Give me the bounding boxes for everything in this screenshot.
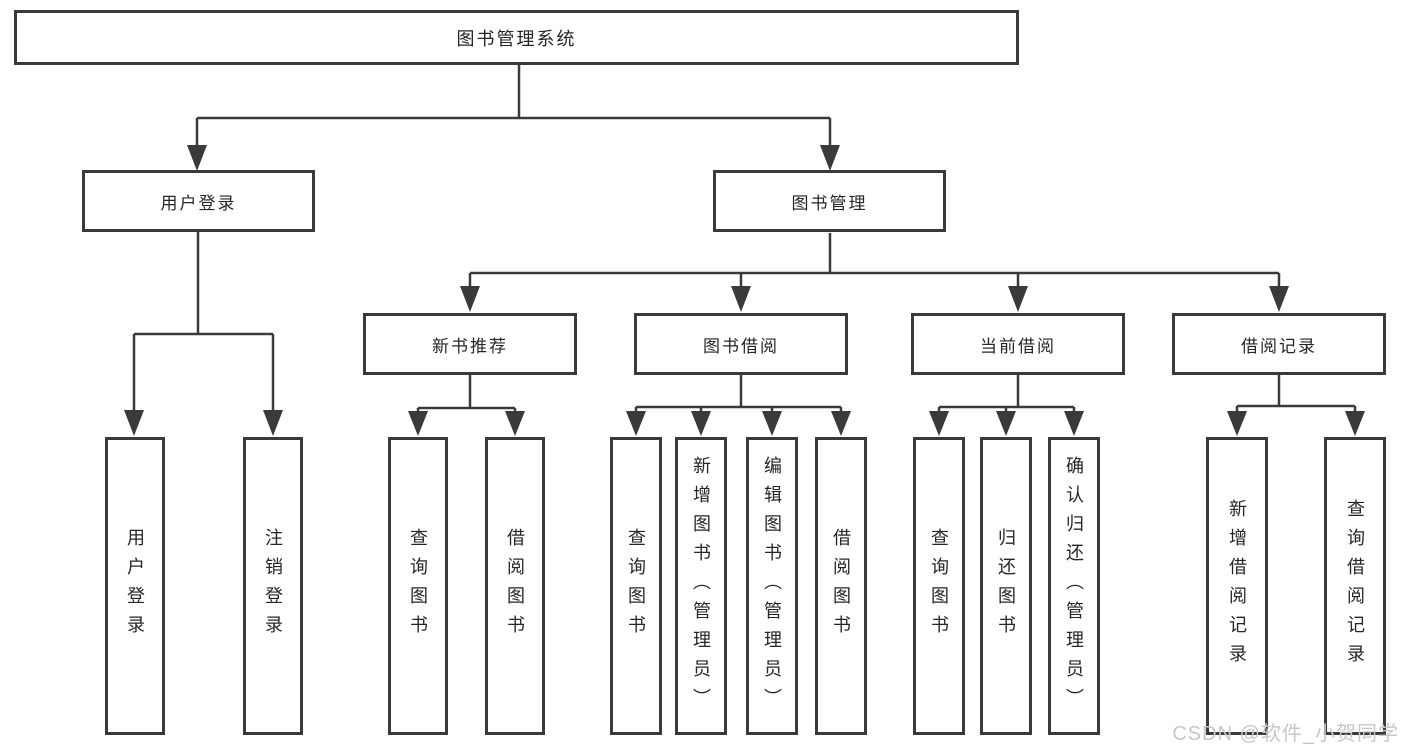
branch-root	[187, 65, 840, 171]
node-book-borrow-label: 图书借阅	[703, 336, 779, 356]
branch-current-borrow	[929, 375, 1084, 436]
node-user-login-label: 用户登录	[160, 193, 237, 213]
node-book-borrow: 图书借阅	[634, 313, 848, 375]
branch-new-book	[408, 375, 525, 436]
leaf-return-book: 归还图书	[980, 437, 1032, 735]
node-current-borrow: 当前借阅	[911, 313, 1125, 375]
leaf-confirm-return: 确认归还（管理员）	[1048, 437, 1100, 735]
leaf-logout-label: 注销登录	[263, 528, 283, 644]
leaf-query-record-label: 查询借阅记录	[1345, 499, 1365, 673]
leaf-current-query-label: 查询图书	[929, 528, 949, 644]
leaf-current-query: 查询图书	[913, 437, 965, 735]
node-new-book: 新书推荐	[363, 313, 577, 375]
csdn-watermark: CSDN @软件_小贺同学	[1172, 723, 1399, 745]
node-user-login: 用户登录	[82, 170, 315, 232]
leaf-newbook-borrow-label: 借阅图书	[505, 528, 525, 644]
leaf-add-record-label: 新增借阅记录	[1227, 499, 1247, 673]
leaf-borrow-query: 查询图书	[610, 437, 662, 735]
branch-borrow-record	[1227, 375, 1365, 436]
node-borrow-record-label: 借阅记录	[1241, 336, 1317, 356]
leaf-newbook-query: 查询图书	[388, 437, 448, 735]
leaf-logout: 注销登录	[243, 437, 303, 735]
node-root-system: 图书管理系统	[14, 10, 1019, 65]
leaf-borrow-book: 借阅图书	[815, 437, 867, 735]
leaf-borrow-add-book-label: 新增图书（管理员）	[691, 455, 711, 717]
node-new-book-label: 新书推荐	[432, 336, 508, 356]
node-current-borrow-label: 当前借阅	[980, 336, 1056, 356]
node-borrow-record: 借阅记录	[1172, 313, 1386, 375]
leaf-borrow-add-book: 新增图书（管理员）	[675, 437, 727, 735]
branch-book-management	[460, 233, 1289, 312]
leaf-user-login: 用户登录	[105, 437, 165, 735]
node-root-label: 图书管理系统	[456, 28, 577, 49]
leaf-borrow-edit-book-label: 编辑图书（管理员）	[762, 455, 782, 717]
leaf-borrow-edit-book: 编辑图书（管理员）	[746, 437, 798, 735]
leaf-return-book-label: 归还图书	[996, 528, 1016, 644]
leaf-user-login-label: 用户登录	[125, 528, 145, 644]
leaf-newbook-query-label: 查询图书	[408, 528, 428, 644]
leaf-query-record: 查询借阅记录	[1324, 437, 1386, 735]
branch-book-borrow	[626, 375, 851, 436]
node-book-management: 图书管理	[713, 170, 946, 232]
leaf-borrow-query-label: 查询图书	[626, 528, 646, 644]
leaf-borrow-book-label: 借阅图书	[831, 528, 851, 644]
leaf-newbook-borrow: 借阅图书	[485, 437, 545, 735]
branch-user-login	[124, 232, 283, 436]
leaf-confirm-return-label: 确认归还（管理员）	[1064, 455, 1084, 717]
node-book-management-label: 图书管理	[791, 193, 868, 213]
leaf-add-record: 新增借阅记录	[1206, 437, 1268, 735]
